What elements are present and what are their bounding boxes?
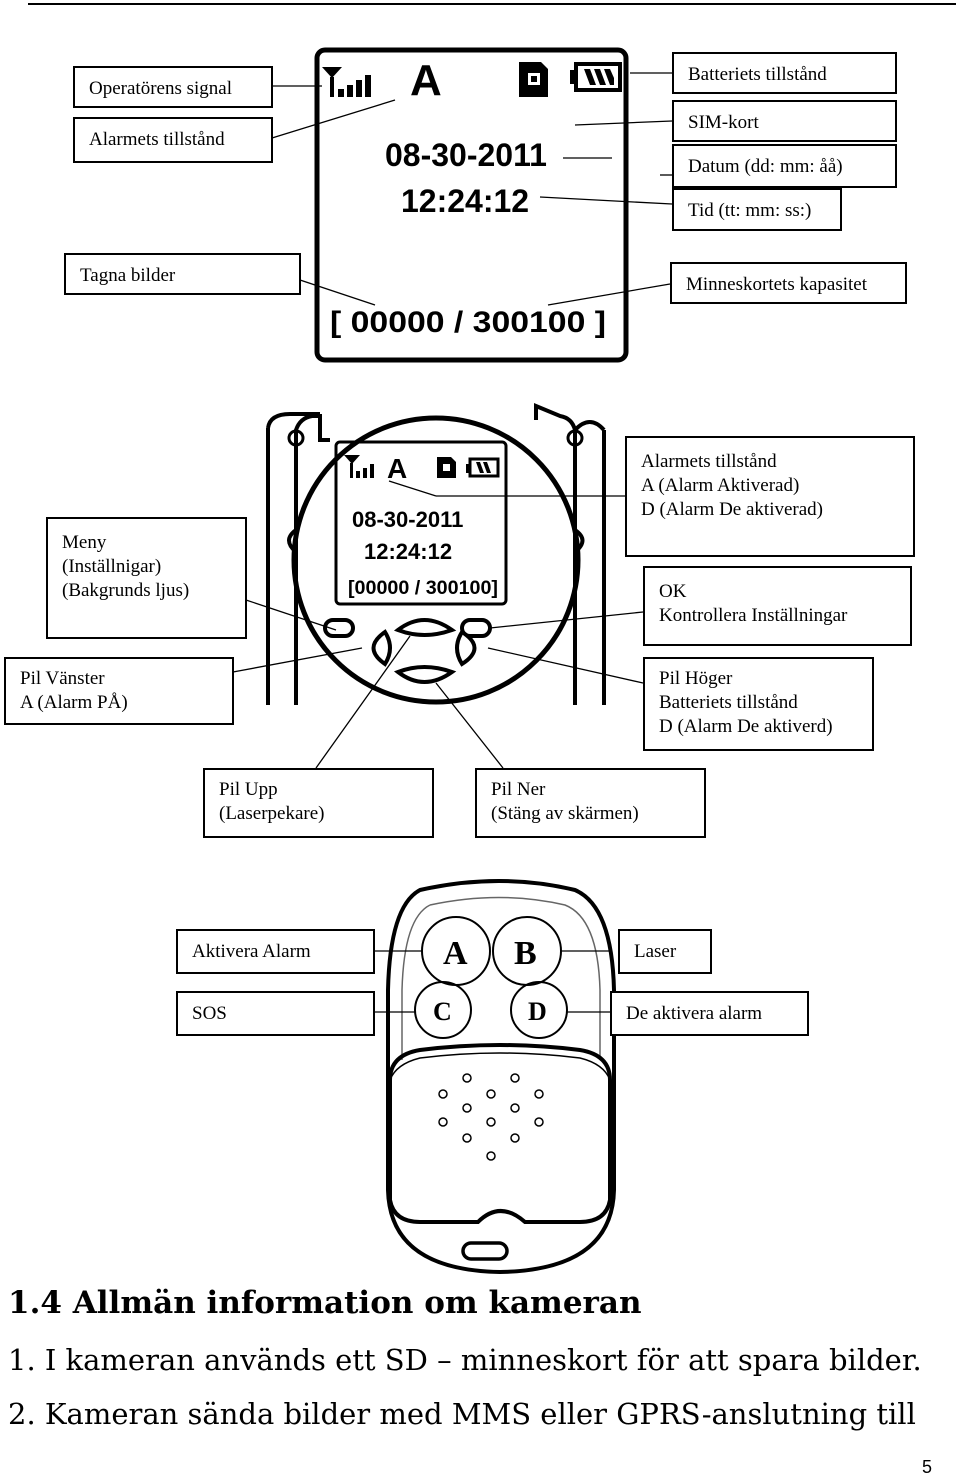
camera-leader-lines	[232, 480, 644, 769]
label-down-line-2: (Stäng av skärmen)	[491, 803, 639, 824]
label-down-arrow: Pil Ner (Stäng av skärmen)	[475, 768, 706, 838]
label-alarm-state-line-3: D (Alarm De aktiverad)	[641, 499, 824, 520]
label-operator-signal: Operatörens signal	[73, 66, 273, 108]
label-up-line-1: Pil Upp	[219, 779, 278, 800]
up-arrow-button	[393, 618, 457, 637]
remote-body	[386, 879, 616, 1275]
remote-control-figure: A B C D	[374, 879, 616, 1275]
lcd-counter: [ 00000 / 300100 ]	[330, 306, 606, 339]
label-up-line-2: (Laserpekare)	[219, 803, 325, 824]
remote-button-d-letter: D	[528, 997, 547, 1026]
camera-front-figure: A 08-30-2011 12:24:12 [00000 / 300100]	[232, 403, 644, 769]
label-date-format: Datum (dd: mm: åå)	[672, 144, 897, 188]
paragraph-item-2: 2. Kameran sända bilder med MMS eller GP…	[8, 1397, 916, 1431]
lcd-time: 12:24:12	[401, 183, 529, 219]
label-memory-capacity: Minneskortets kapasitet	[670, 262, 907, 304]
sim-card-icon	[519, 62, 548, 97]
camera-body	[266, 403, 606, 705]
label-up-arrow: Pil Upp (Laserpekare)	[203, 768, 434, 838]
label-right-line-3: D (Alarm De aktiverd)	[659, 716, 833, 737]
lcd-frame	[314, 47, 629, 363]
remote-button-c-letter: C	[433, 997, 452, 1026]
label-laser: Laser	[618, 929, 712, 974]
top-rule	[28, 3, 956, 5]
lcd-screen-figure: A 08-30-2011 12:24:12 [ 00000 / 300100 ]	[271, 47, 673, 363]
label-menu-line-2: (Inställnigar)	[62, 556, 162, 577]
label-right-arrow: Pil Höger Batteriets tillstånd D (Alarm …	[643, 657, 874, 751]
small-lcd-alarm-letter: A	[387, 453, 407, 484]
small-battery-icon	[466, 457, 500, 478]
label-menu: Meny (Inställnigar) (Bakgrunds ljus)	[46, 517, 247, 639]
label-time-format: Tid (tt: mm: ss:)	[672, 188, 842, 231]
label-battery-state: Batteriets tillstånd	[672, 52, 897, 94]
label-right-line-1: Pil Höger	[659, 668, 733, 689]
label-sos: SOS	[176, 991, 375, 1036]
remote-button-c-circle	[414, 981, 472, 1039]
menu-button	[323, 618, 355, 638]
lcd-date: 08-30-2011	[385, 137, 547, 173]
signal-icon	[322, 67, 371, 97]
label-ok-line-1: OK	[659, 581, 687, 602]
label-deactivate-alarm: De aktivera alarm	[610, 991, 809, 1036]
right-arrow-button	[455, 629, 477, 667]
left-arrow-button	[371, 629, 392, 667]
remote-button-d-circle	[510, 981, 568, 1039]
label-alarm-state-detail: Alarmets tillstånd A (Alarm Aktiverad) D…	[625, 436, 915, 557]
remote-button-b-letter: B	[514, 935, 537, 972]
label-alarm-state: Alarmets tillstånd	[73, 117, 273, 163]
small-lcd-counter: [00000 / 300100]	[348, 578, 498, 599]
page-number: 5	[921, 1457, 932, 1477]
remote-cover	[388, 1043, 612, 1224]
paragraph-item-1: 1. I kameran används ett SD – minneskort…	[8, 1343, 922, 1377]
label-left-arrow: Pil Vänster A (Alarm PÅ)	[4, 657, 234, 725]
remote-button-a-letter: A	[443, 935, 468, 972]
label-sim-card: SIM-kort	[672, 100, 897, 142]
label-menu-line-3: (Bakgrunds ljus)	[62, 580, 190, 601]
label-left-line-2: A (Alarm PÅ)	[20, 692, 128, 713]
leader-lines	[271, 72, 673, 306]
label-down-line-1: Pil Ner	[491, 779, 546, 800]
label-ok-line-2: Kontrollera Inställningar	[659, 605, 848, 626]
label-left-line-1: Pil Vänster	[20, 668, 105, 689]
speaker-holes	[438, 1073, 544, 1161]
label-alarm-state-line-1: Alarmets tillstånd	[641, 451, 777, 472]
label-activate-alarm: Aktivera Alarm	[176, 929, 375, 974]
battery-icon	[570, 62, 622, 92]
label-menu-line-1: Meny	[62, 532, 107, 553]
label-ok: OK Kontrollera Inställningar	[643, 566, 912, 646]
down-arrow-button	[393, 665, 457, 684]
small-lcd-time: 12:24:12	[364, 539, 452, 564]
section-heading: 1.4 Allmän information om kameran	[8, 1285, 642, 1321]
small-lcd-date: 08-30-2011	[352, 507, 463, 532]
label-right-line-2: Batteriets tillstånd	[659, 692, 798, 713]
small-signal-icon	[344, 455, 374, 478]
label-alarm-state-line-2: A (Alarm Aktiverad)	[641, 475, 800, 496]
small-sim-card-icon	[437, 457, 456, 478]
label-pictures-taken: Tagna bilder	[64, 253, 301, 295]
key-ring-slot	[461, 1241, 509, 1261]
lcd-alarm-letter: A	[410, 56, 442, 105]
